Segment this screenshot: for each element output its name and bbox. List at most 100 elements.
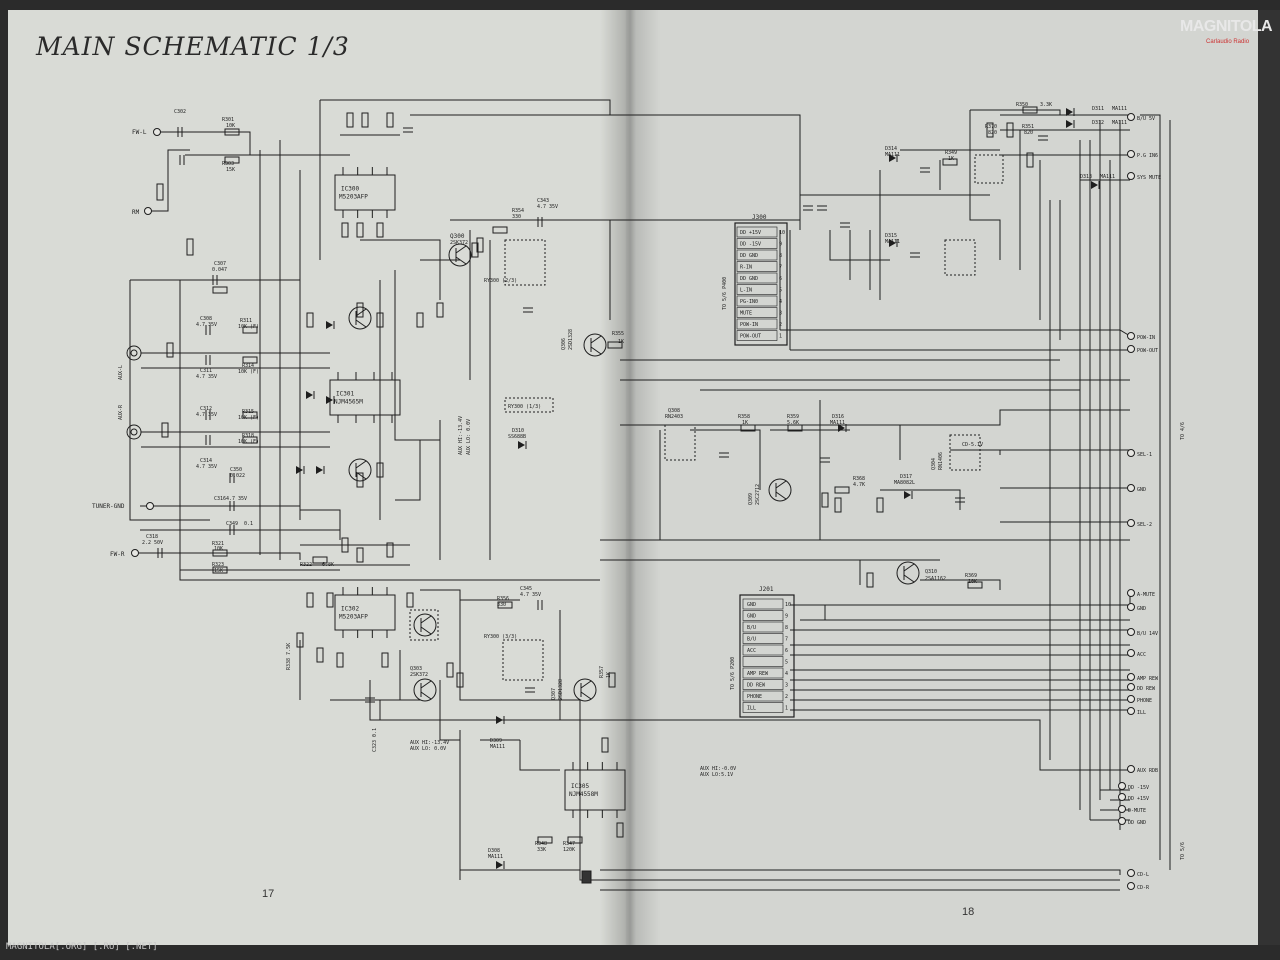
c318-ref: C318 [146,534,158,540]
ic-part: NJM4565M [334,399,363,406]
r315-val: 10K (F) [238,415,259,421]
resistor [212,549,228,557]
r358-ref: R358 [738,414,750,420]
port-label-rm: RM [132,209,140,216]
port-terminal [1127,449,1135,457]
transistor [590,335,602,344]
ic-body [329,379,401,416]
transistor [413,678,437,702]
wire [394,270,421,501]
resistor [356,302,364,318]
j201-pin-box [742,610,784,621]
wire [1140,114,1161,860]
wire [410,114,801,230]
r311-ref: R311 [240,318,252,324]
transistor [348,306,372,330]
r356-val: 330 [497,602,506,608]
port-terminal [1127,603,1135,611]
d309-part: MA111 [490,744,505,750]
c318-val: 2.2 50V [142,540,163,546]
resistor [376,462,384,478]
resistor [212,286,228,294]
r359-val: 5.6K [787,420,799,426]
diode [316,466,323,474]
resistor [537,836,553,844]
r349-val: 1K [948,156,954,162]
resistor [821,492,829,508]
page-number-right: 18 [962,906,975,918]
wiring [129,99,1171,891]
port-label-right: ILL [1137,710,1146,716]
transistor [420,691,432,700]
relay-label-1: RY300 (1/3) [508,404,541,410]
q310-ref: Q310 [925,569,937,575]
q310-part: 2SA1162 [925,576,946,582]
q309-ref: Q309 [748,493,754,505]
r350-ref: R350 [1016,102,1028,108]
resistor [242,356,258,364]
r356-ref: R356 [497,596,509,602]
port-label-right: ACC [1137,652,1146,658]
resistor [567,836,583,844]
j300-side-label: TO 5/6 P400 [722,277,728,310]
j300-pin-box [736,226,778,238]
r358-val: 1K [742,420,748,426]
port-label-right: POW-IN [1137,335,1155,341]
resistor [492,226,508,234]
transistor [768,478,792,502]
q308-ref: Q308 [668,408,680,414]
transistor [413,613,437,637]
transistor [590,346,602,355]
port-terminal [1127,589,1135,597]
port-terminal [1118,805,1126,813]
d308-ref: D308 [488,848,500,854]
c345-ref: C345 [520,586,532,592]
j201-body [739,594,795,718]
port-terminal [1127,649,1135,657]
port-label-right: GND [1137,487,1146,493]
right-page [626,10,1276,945]
port-terminal [153,128,161,136]
port-label-right: POW-OUT [1137,348,1158,354]
j300-label: J300 [752,214,767,221]
c349-val: 0.1 [244,521,253,527]
logo-wordmark: MAGNITOLA [1180,18,1273,35]
j201-pin-box [742,667,784,679]
transistor [580,691,592,700]
resistor [306,592,314,608]
j300-pin-num: 6 [779,276,782,282]
j300-pin-num: 9 [779,242,782,248]
diode [838,424,845,432]
r314-val: 10K (F) [238,369,259,375]
j201-pin-num: 5 [785,660,788,666]
j201-label: J201 [759,586,774,593]
j300-pin-name: R-IN [740,265,752,271]
r370-val: 820 [988,130,997,136]
q305-box-b [944,239,976,276]
port-terminal [1127,484,1135,492]
j300-pin-name: POW-IN [740,322,758,328]
wire [150,149,190,212]
port-terminal [1127,345,1135,353]
wire [160,131,350,156]
port-terminal [1127,673,1135,681]
diode [889,239,896,247]
transistor [455,256,467,265]
ic-ref: IC300 [341,186,359,193]
d311-part: MA111 [1112,106,1127,112]
wire [179,280,600,581]
aux-note-2: AUX LO: 0.0V [410,746,446,752]
transistor [775,480,787,489]
labels: FW-LRMAUX-LAUX-RTUNER-GNDFW-RIC300M5203A… [92,102,1186,891]
resistor [336,652,344,668]
q303-ref: Q303 [410,666,422,672]
c308-val: 4.7 35V [196,322,217,328]
relay-label-3: RY300 (3/3) [484,634,517,640]
j201-pin-num: 2 [785,694,788,700]
resistor [787,424,803,432]
resistor [386,112,394,128]
j201-pin-name: ILL [747,706,756,712]
j201-pin-num: 4 [785,671,788,677]
resistor [224,156,240,164]
resistor [406,592,414,608]
